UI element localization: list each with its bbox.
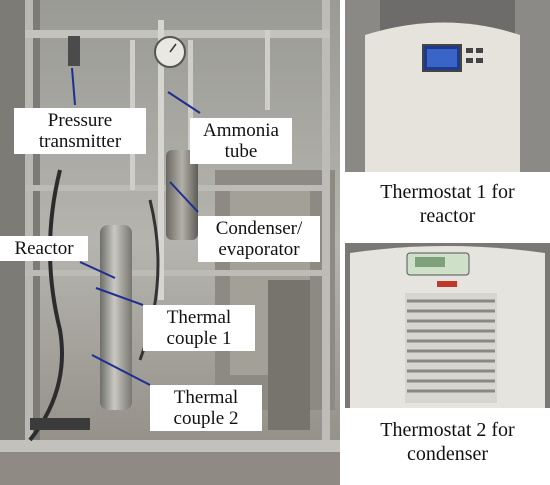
label-pressure-transmitter-line2: transmitter [38, 131, 122, 152]
thermostat-2-photo [345, 243, 550, 408]
label-thermal-couple-2: Thermal couple 2 [150, 385, 262, 431]
label-condenser-evaporator-line2: evaporator [218, 239, 300, 260]
caption-thermostat-2-line1: Thermostat 2 for [380, 419, 515, 441]
label-reactor-text: Reactor [14, 238, 74, 259]
label-thermal-couple-2-line2: couple 2 [173, 408, 239, 429]
caption-thermostat-2: Thermostat 2 for condenser [345, 418, 550, 466]
label-ammonia-tube-line1: Ammonia [203, 120, 279, 141]
label-thermal-couple-1: Thermal couple 1 [143, 305, 255, 351]
caption-thermostat-1-line2: reactor [419, 205, 476, 227]
caption-thermostat-1: Thermostat 1 for reactor [345, 180, 550, 228]
caption-thermostat-1-line1: Thermostat 1 for [380, 181, 515, 203]
caption-thermostat-2-line2: condenser [406, 443, 489, 465]
label-thermal-couple-1-line1: Thermal [166, 307, 232, 328]
label-pressure-transmitter-line1: Pressure [47, 110, 113, 131]
label-condenser-evaporator: Condenser/ evaporator [198, 216, 320, 262]
label-reactor: Reactor [0, 236, 88, 261]
label-ammonia-tube-line2: tube [224, 141, 258, 162]
label-condenser-evaporator-line1: Condenser/ [215, 218, 303, 239]
thermostat-1-photo [345, 0, 550, 172]
label-thermal-couple-2-line1: Thermal [173, 387, 239, 408]
label-thermal-couple-1-line2: couple 1 [166, 328, 232, 349]
label-ammonia-tube: Ammonia tube [190, 118, 292, 164]
label-pressure-transmitter: Pressure transmitter [14, 108, 146, 154]
